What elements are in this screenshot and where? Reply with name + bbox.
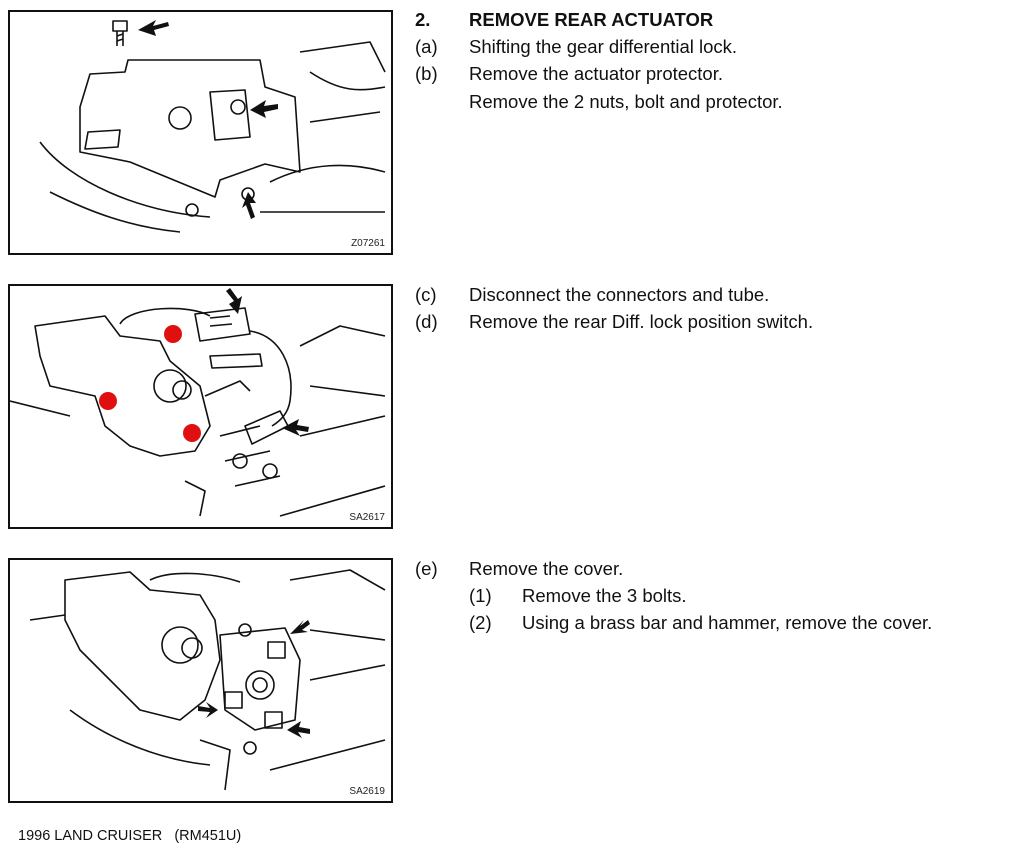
substep-mark: (1)	[469, 585, 492, 606]
step-b-detail: Remove the 2 nuts, bolt and protector.	[469, 91, 783, 112]
step-e: (e) Remove the cover.	[415, 555, 623, 582]
step-a: (a) Shifting the gear differential lock.	[415, 33, 737, 60]
figure-code: SA2619	[349, 786, 385, 797]
footer-manual: (RM451U)	[174, 828, 242, 844]
step-text: Shifting the gear differential lock.	[469, 36, 738, 57]
step-text: Remove the cover.	[469, 558, 624, 579]
substep-mark: (2)	[469, 612, 492, 633]
substep-text: Using a brass bar and hammer, remove the…	[522, 612, 933, 633]
figure-connectors-switch: SA2617	[8, 284, 393, 529]
arrow-icon	[198, 702, 218, 718]
step-mark: (b)	[415, 63, 438, 84]
page-footer: 1996 LAND CRUISER (RM451U)	[18, 828, 241, 844]
highlight-dot	[164, 325, 182, 343]
step-text: Remove the actuator protector.	[469, 63, 723, 84]
illustration-actuator-protector	[39, 20, 386, 233]
arrow-icon	[226, 288, 242, 314]
section-number: 2.	[415, 9, 431, 30]
figure-cover-bolts: SA2619	[8, 558, 393, 803]
arrow-icon	[287, 721, 310, 738]
arrow-icon	[282, 419, 309, 436]
step-mark: (a)	[415, 36, 438, 57]
step-d: (d) Remove the rear Diff. lock position s…	[415, 308, 813, 335]
step-b: (b) Remove the actuator protector.	[415, 60, 723, 87]
highlight-dots	[99, 325, 201, 442]
step-mark: (d)	[415, 311, 438, 332]
section-heading: 2. REMOVE REAR ACTUATOR	[415, 6, 713, 33]
highlight-dot	[183, 424, 201, 442]
figure-code: SA2617	[349, 512, 385, 523]
arrow-icon	[250, 100, 278, 118]
figure-actuator-protector: Z07261	[8, 10, 393, 255]
section-title: REMOVE REAR ACTUATOR	[469, 9, 714, 30]
step-text: Disconnect the connectors and tube.	[469, 284, 770, 305]
illustration-cover-bolts	[29, 569, 386, 791]
footer-model: 1996 LAND CRUISER	[18, 828, 163, 844]
substep-1: (1) Remove the 3 bolts.	[469, 582, 687, 609]
illustration-connectors-switch	[10, 288, 386, 517]
step-mark: (e)	[415, 558, 438, 579]
step-mark: (c)	[415, 284, 437, 305]
figure-code: Z07261	[351, 238, 385, 249]
arrow-icon	[138, 20, 169, 36]
step-c: (c) Disconnect the connectors and tube.	[415, 281, 769, 308]
highlight-dot	[99, 392, 117, 410]
arrow-icon	[290, 620, 310, 634]
step-text: Remove the rear Diff. lock position swit…	[469, 311, 814, 332]
substep-text: Remove the 3 bolts.	[522, 585, 687, 606]
arrow-icon	[242, 192, 256, 219]
substep-2: (2) Using a brass bar and hammer, remove …	[469, 609, 932, 636]
